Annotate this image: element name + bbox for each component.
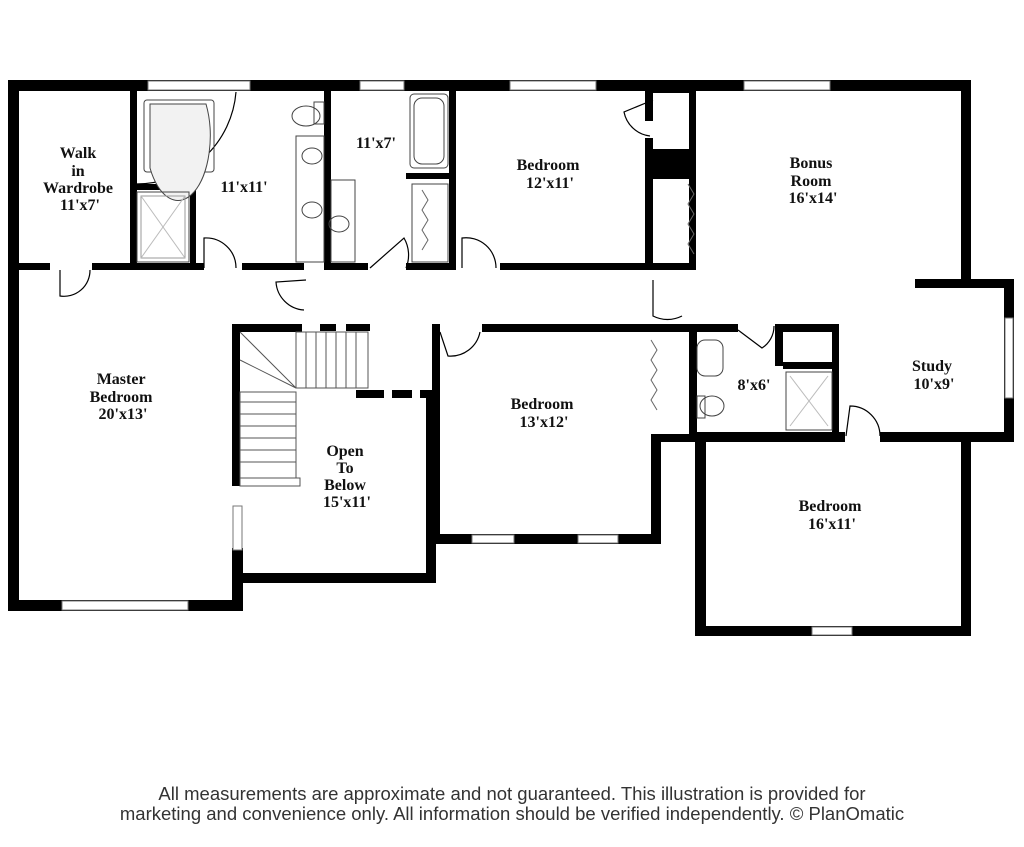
sink-icon — [301, 201, 323, 219]
bathtub-icon — [409, 93, 449, 169]
bath-hall-label: 8'x6' — [738, 377, 771, 394]
shower-icon — [136, 191, 190, 263]
windows — [61, 80, 1014, 636]
shower-icon — [785, 371, 833, 431]
fixtures — [136, 93, 833, 431]
walk-in-wardrobe-label: Walk in Wardrobe 11'x7' — [43, 145, 117, 214]
disclaimer: All measurements are approximate and not… — [0, 784, 1024, 824]
bedroom-2-label: Bedroom 13'x12' — [511, 396, 578, 431]
doors — [59, 91, 881, 437]
master-bedroom-label: Master Bedroom 20'x13' — [90, 371, 157, 423]
sink-icon — [696, 339, 724, 377]
disclaimer-line-1: All measurements are approximate and not… — [158, 783, 866, 804]
bath-main-label: 11'x11' — [220, 179, 267, 196]
bonus-room-label: Bonus Room 16'x14' — [789, 155, 838, 207]
toilet-icon — [291, 105, 321, 127]
study-label: Study 10'x9' — [912, 358, 956, 393]
interior-walls — [8, 87, 845, 578]
sink-icon — [328, 215, 350, 233]
staircase — [239, 331, 369, 487]
bedroom-1-label: Bedroom 12'x11' — [517, 157, 584, 192]
open-to-below-label: Open To Below 15'x11' — [323, 443, 371, 511]
bath-small-label: 11'x7' — [356, 135, 396, 152]
sink-icon — [301, 147, 323, 165]
bedroom-3-label: Bedroom 16'x11' — [799, 498, 866, 533]
disclaimer-line-2: marketing and convenience only. All info… — [119, 803, 905, 824]
toilet-icon — [699, 395, 725, 417]
vanity-icon — [295, 135, 325, 263]
closet-icon — [411, 183, 449, 263]
